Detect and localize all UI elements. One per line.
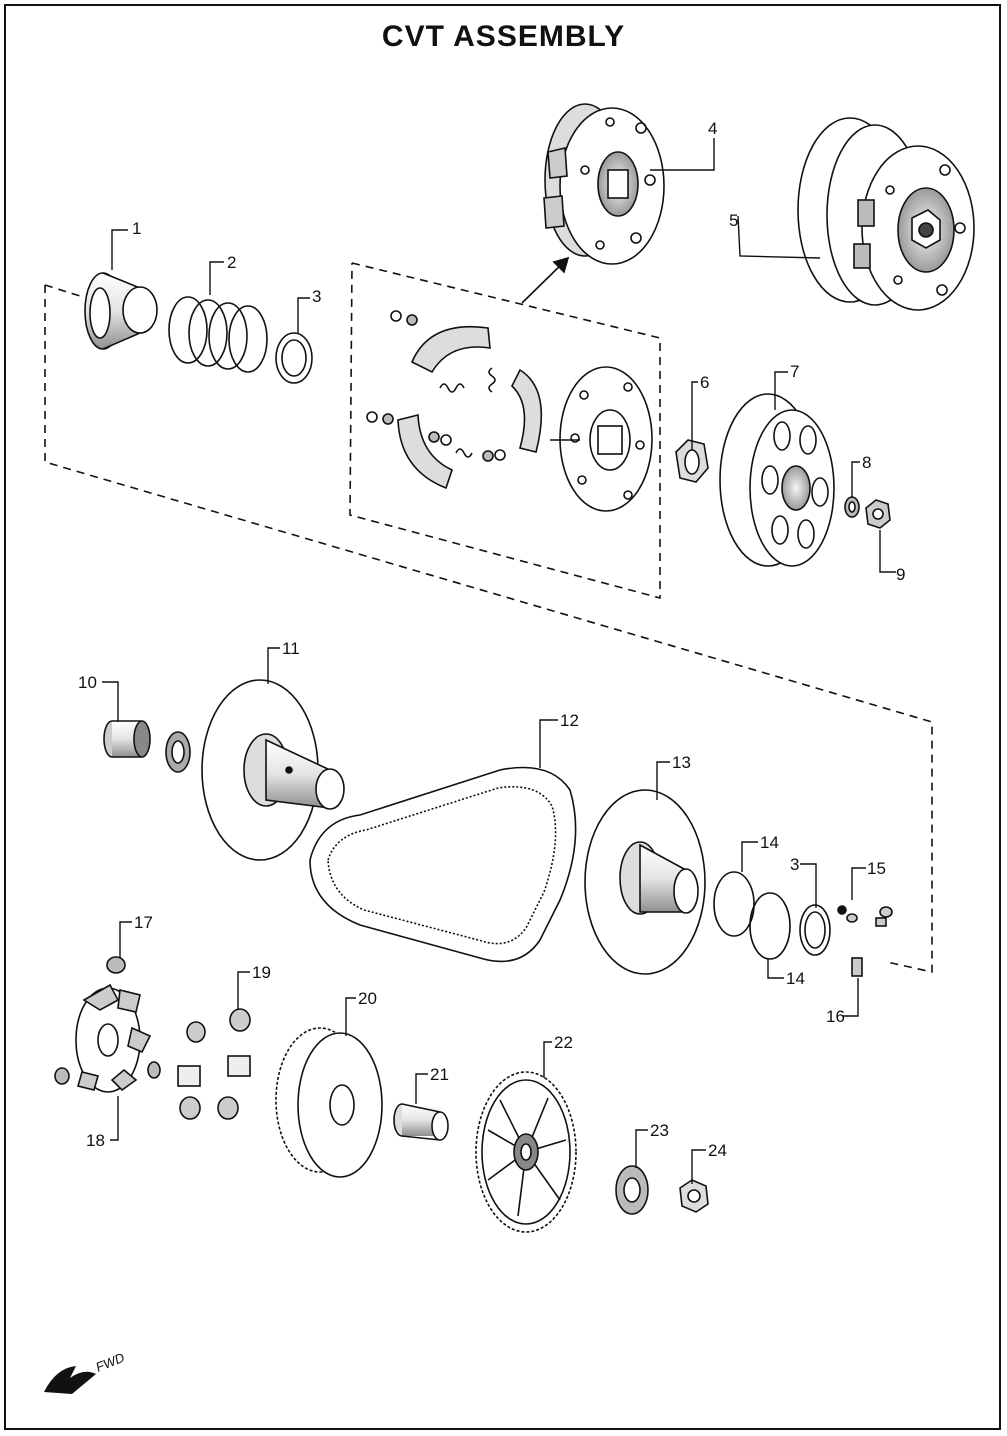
callout-4: 4 (708, 119, 717, 138)
fwd-label: FWD (94, 1350, 127, 1375)
part-17-slider (106, 956, 126, 974)
callout-16: 16 (826, 1007, 845, 1026)
part-6-nut (675, 439, 709, 483)
clutch-shoes-exploded (366, 310, 653, 512)
callout-7: 7 (790, 362, 799, 381)
callout-14b: 14 (786, 969, 805, 988)
callout-5: 5 (729, 211, 738, 230)
callout-3: 3 (312, 287, 321, 306)
callout-18: 18 (86, 1131, 105, 1150)
part-10-needle-bearing (103, 720, 191, 773)
part-8-washer (844, 496, 860, 518)
part-19-rollers (177, 1008, 251, 1120)
fwd-arrow-icon (44, 1366, 96, 1394)
part-13-driven-pulley (584, 789, 706, 975)
part-2-spring (168, 296, 268, 373)
part-20-movable-face (275, 1027, 383, 1178)
callout-labels: 1 2 3 4 5 6 7 8 9 10 11 12 13 14 3 15 14… (78, 119, 905, 1375)
callout-10: 10 (78, 673, 97, 692)
callout-17: 17 (134, 913, 153, 932)
part-22-drive-face (475, 1071, 577, 1233)
part-18-ramp-plate (54, 983, 161, 1093)
callout-20: 20 (358, 989, 377, 1008)
callout-8: 8 (862, 453, 871, 472)
callout-19: 19 (252, 963, 271, 982)
diagram-title: CVT ASSEMBLY (381, 20, 626, 53)
part-21-collar (393, 1103, 449, 1141)
leader-lines (102, 138, 896, 1184)
part-24-nut (679, 1179, 709, 1213)
part-4-clutch-assembly (543, 103, 665, 265)
callout-13: 13 (672, 753, 691, 772)
callout-9: 9 (896, 565, 905, 584)
part-14-o-rings (713, 871, 791, 960)
part-1-sleeve (84, 272, 158, 350)
part-3-washer-b (799, 904, 831, 956)
callout-3b: 3 (790, 855, 799, 874)
clutch-group-outline (44, 262, 933, 973)
callout-23: 23 (650, 1121, 669, 1140)
callout-6: 6 (700, 373, 709, 392)
part-3-washer (275, 332, 313, 384)
part-23-washer (615, 1165, 649, 1215)
part-16-pin (851, 957, 863, 977)
callout-11: 11 (282, 639, 300, 658)
callout-21: 21 (430, 1065, 449, 1084)
callout-24: 24 (708, 1141, 727, 1160)
part-15-pins (837, 905, 893, 927)
callout-22: 22 (554, 1033, 573, 1052)
callout-15: 15 (867, 859, 886, 878)
callout-12: 12 (560, 711, 579, 730)
part-9-nut (865, 499, 891, 529)
part-12-drive-belt (309, 766, 577, 963)
part-11-driven-face (201, 679, 345, 861)
part-7-clutch-outer (719, 393, 835, 567)
callout-1: 1 (132, 219, 141, 238)
callout-2: 2 (227, 253, 236, 272)
callout-14a: 14 (760, 833, 779, 852)
arrow-head (552, 256, 570, 274)
part-5-clutch-drum (797, 117, 975, 311)
